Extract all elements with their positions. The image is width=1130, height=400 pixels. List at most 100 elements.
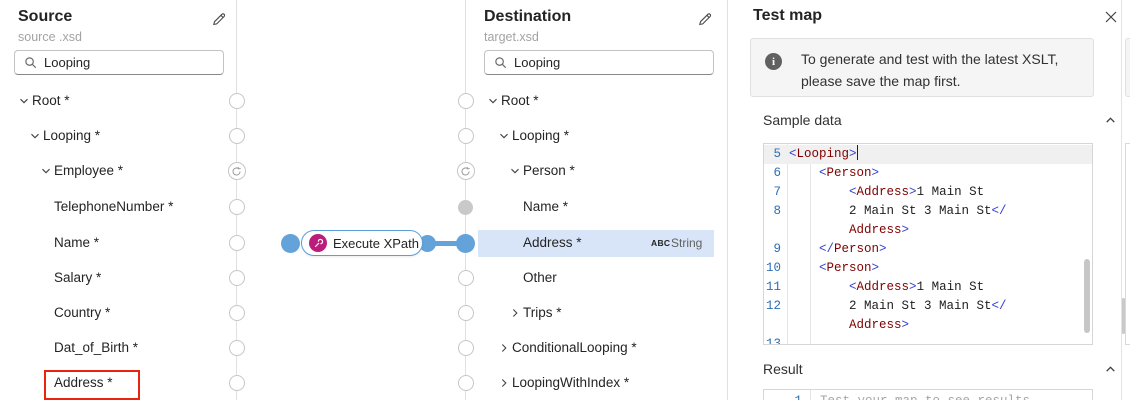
code-text: Address> (849, 223, 910, 237)
destination-port-other[interactable] (457, 270, 474, 286)
code-text: <Address>1 Main St (849, 280, 985, 294)
chevron-down-icon[interactable] (509, 158, 522, 184)
destination-tree-item-looping[interactable]: Looping * (512, 128, 570, 143)
destination-port-conditionallooping[interactable] (457, 340, 474, 356)
adjacent-banner-fragment (1125, 38, 1130, 97)
code-text: 2 Main St 3 Main St</ (849, 204, 1007, 218)
destination-tree-item-address[interactable]: Address * (523, 235, 582, 250)
code-line-11: 11 <Address>1 Main St (764, 278, 1092, 297)
source-tree-item-dat-of-birth[interactable]: Dat_of_Birth * (54, 340, 139, 355)
destination-port-loopingwithindex[interactable] (457, 375, 474, 391)
source-file-name: source .xsd (18, 30, 82, 44)
destination-port-root[interactable] (457, 93, 474, 109)
source-tree-item-name[interactable]: Name * (54, 235, 100, 250)
xpath-input-handle[interactable] (280, 233, 300, 253)
indent-guide (810, 164, 811, 344)
code-line-5: 5<Looping> (764, 145, 1092, 164)
source-search-input[interactable] (44, 55, 194, 70)
line-number: 13 (765, 337, 781, 345)
destination-tree-item-conditionallooping[interactable]: ConditionalLooping * (512, 340, 637, 355)
source-port-address[interactable] (228, 375, 245, 391)
code-text: <Address>1 Main St (849, 185, 985, 199)
text-cursor (856, 145, 859, 160)
destination-port-person-loop-icon[interactable] (456, 162, 475, 180)
source-tree-item-country[interactable]: Country * (54, 305, 111, 320)
sample-data-label: Sample data (763, 112, 842, 128)
sample-data-editor[interactable]: 5<Looping>6 <Person>7 <Address>1 Main St… (763, 143, 1093, 345)
chevron-down-icon[interactable] (487, 88, 500, 114)
destination-tree-item-other[interactable]: Other (523, 270, 557, 285)
code-line-8: 8 2 Main St 3 Main St</ (764, 202, 1092, 221)
chevron-down-icon[interactable] (40, 158, 53, 184)
source-port-dat-of-birth[interactable] (228, 340, 245, 356)
source-tree-item-address[interactable]: Address * (54, 375, 113, 390)
source-edit-pencil-icon[interactable] (208, 8, 230, 30)
sample-data-collapse-chevron-up-icon[interactable] (1102, 112, 1118, 128)
source-port-salary[interactable] (228, 270, 245, 286)
destination-tree-item-person[interactable]: Person * (523, 163, 575, 178)
destination-tree-item-root[interactable]: Root * (501, 93, 539, 108)
source-search-box[interactable] (14, 50, 224, 75)
destination-port-looping[interactable] (457, 128, 474, 144)
source-port-employee-loop-icon[interactable] (227, 162, 246, 180)
destination-search-box[interactable] (484, 50, 714, 75)
search-icon (494, 56, 507, 69)
chevron-right-icon[interactable] (498, 335, 511, 361)
info-banner-text: To generate and test with the latest XSL… (801, 51, 1059, 89)
result-editor[interactable]: 1 Test your map to see results (763, 389, 1093, 400)
editor-scrollbar[interactable] (1084, 259, 1090, 333)
execute-xpath-node[interactable]: Execute XPath (301, 230, 423, 256)
source-panel-title: Source (18, 8, 73, 25)
chevron-right-icon[interactable] (498, 370, 511, 396)
destination-panel-title: Destination (484, 8, 572, 25)
destination-tree-item-loopingwithindex[interactable]: LoopingWithIndex * (512, 375, 630, 390)
source-port-telephonenumber[interactable] (228, 199, 245, 215)
source-tree-item-telephonenumber[interactable]: TelephoneNumber * (54, 199, 174, 214)
code-line-9: 9 </Person> (764, 240, 1092, 259)
info-banner: i To generate and test with the latest X… (750, 38, 1094, 97)
code-text: </Person> (819, 242, 887, 256)
source-port-name[interactable] (228, 235, 245, 251)
destination-tree-item-trips[interactable]: Trips * (523, 305, 562, 320)
result-placeholder: Test your map to see results (820, 392, 1030, 400)
destination-tree-item-name[interactable]: Name * (523, 199, 569, 214)
source-port-looping[interactable] (228, 128, 245, 144)
line-number: 7 (773, 185, 781, 199)
source-tree-item-looping[interactable]: Looping * (43, 128, 101, 143)
close-icon[interactable] (1100, 6, 1122, 28)
destination-port-address[interactable] (456, 233, 475, 253)
destination-edit-pencil-icon[interactable] (694, 8, 716, 30)
destination-port-trips[interactable] (457, 305, 474, 321)
destination-search-input[interactable] (514, 55, 664, 70)
info-icon: i (765, 53, 782, 70)
source-tree-item-salary[interactable]: Salary * (54, 270, 102, 285)
string-type-icon: ABC (651, 237, 671, 248)
source-port-root[interactable] (228, 93, 245, 109)
destination-port-name[interactable] (458, 199, 473, 215)
result-collapse-chevron-up-icon[interactable] (1102, 361, 1118, 377)
edge-xpath-to-address[interactable] (427, 240, 466, 246)
adjacent-editor-fragment (1125, 143, 1130, 345)
line-number: 9 (773, 242, 781, 256)
source-port-country[interactable] (228, 305, 245, 321)
source-tree-item-root[interactable]: Root * (32, 93, 70, 108)
code-text: <Person> (819, 261, 880, 275)
function-node-label: Execute XPath (333, 235, 419, 251)
chevron-down-icon[interactable] (498, 123, 511, 149)
source-tree-item-employee[interactable]: Employee * (54, 163, 124, 178)
result-label: Result (763, 361, 803, 377)
gutter-separator (787, 144, 788, 344)
line-number: 6 (773, 166, 781, 180)
chevron-down-icon[interactable] (18, 88, 31, 114)
panel-divider (1121, 0, 1122, 400)
code-text: Address> (849, 318, 910, 332)
code-line-wrap: Address> (764, 221, 1092, 240)
line-number: 10 (765, 261, 781, 275)
xpath-output-handle[interactable] (418, 234, 436, 252)
chevron-right-icon[interactable] (509, 300, 522, 326)
chevron-down-icon[interactable] (29, 123, 42, 149)
code-line-6: 6 <Person> (764, 164, 1092, 183)
